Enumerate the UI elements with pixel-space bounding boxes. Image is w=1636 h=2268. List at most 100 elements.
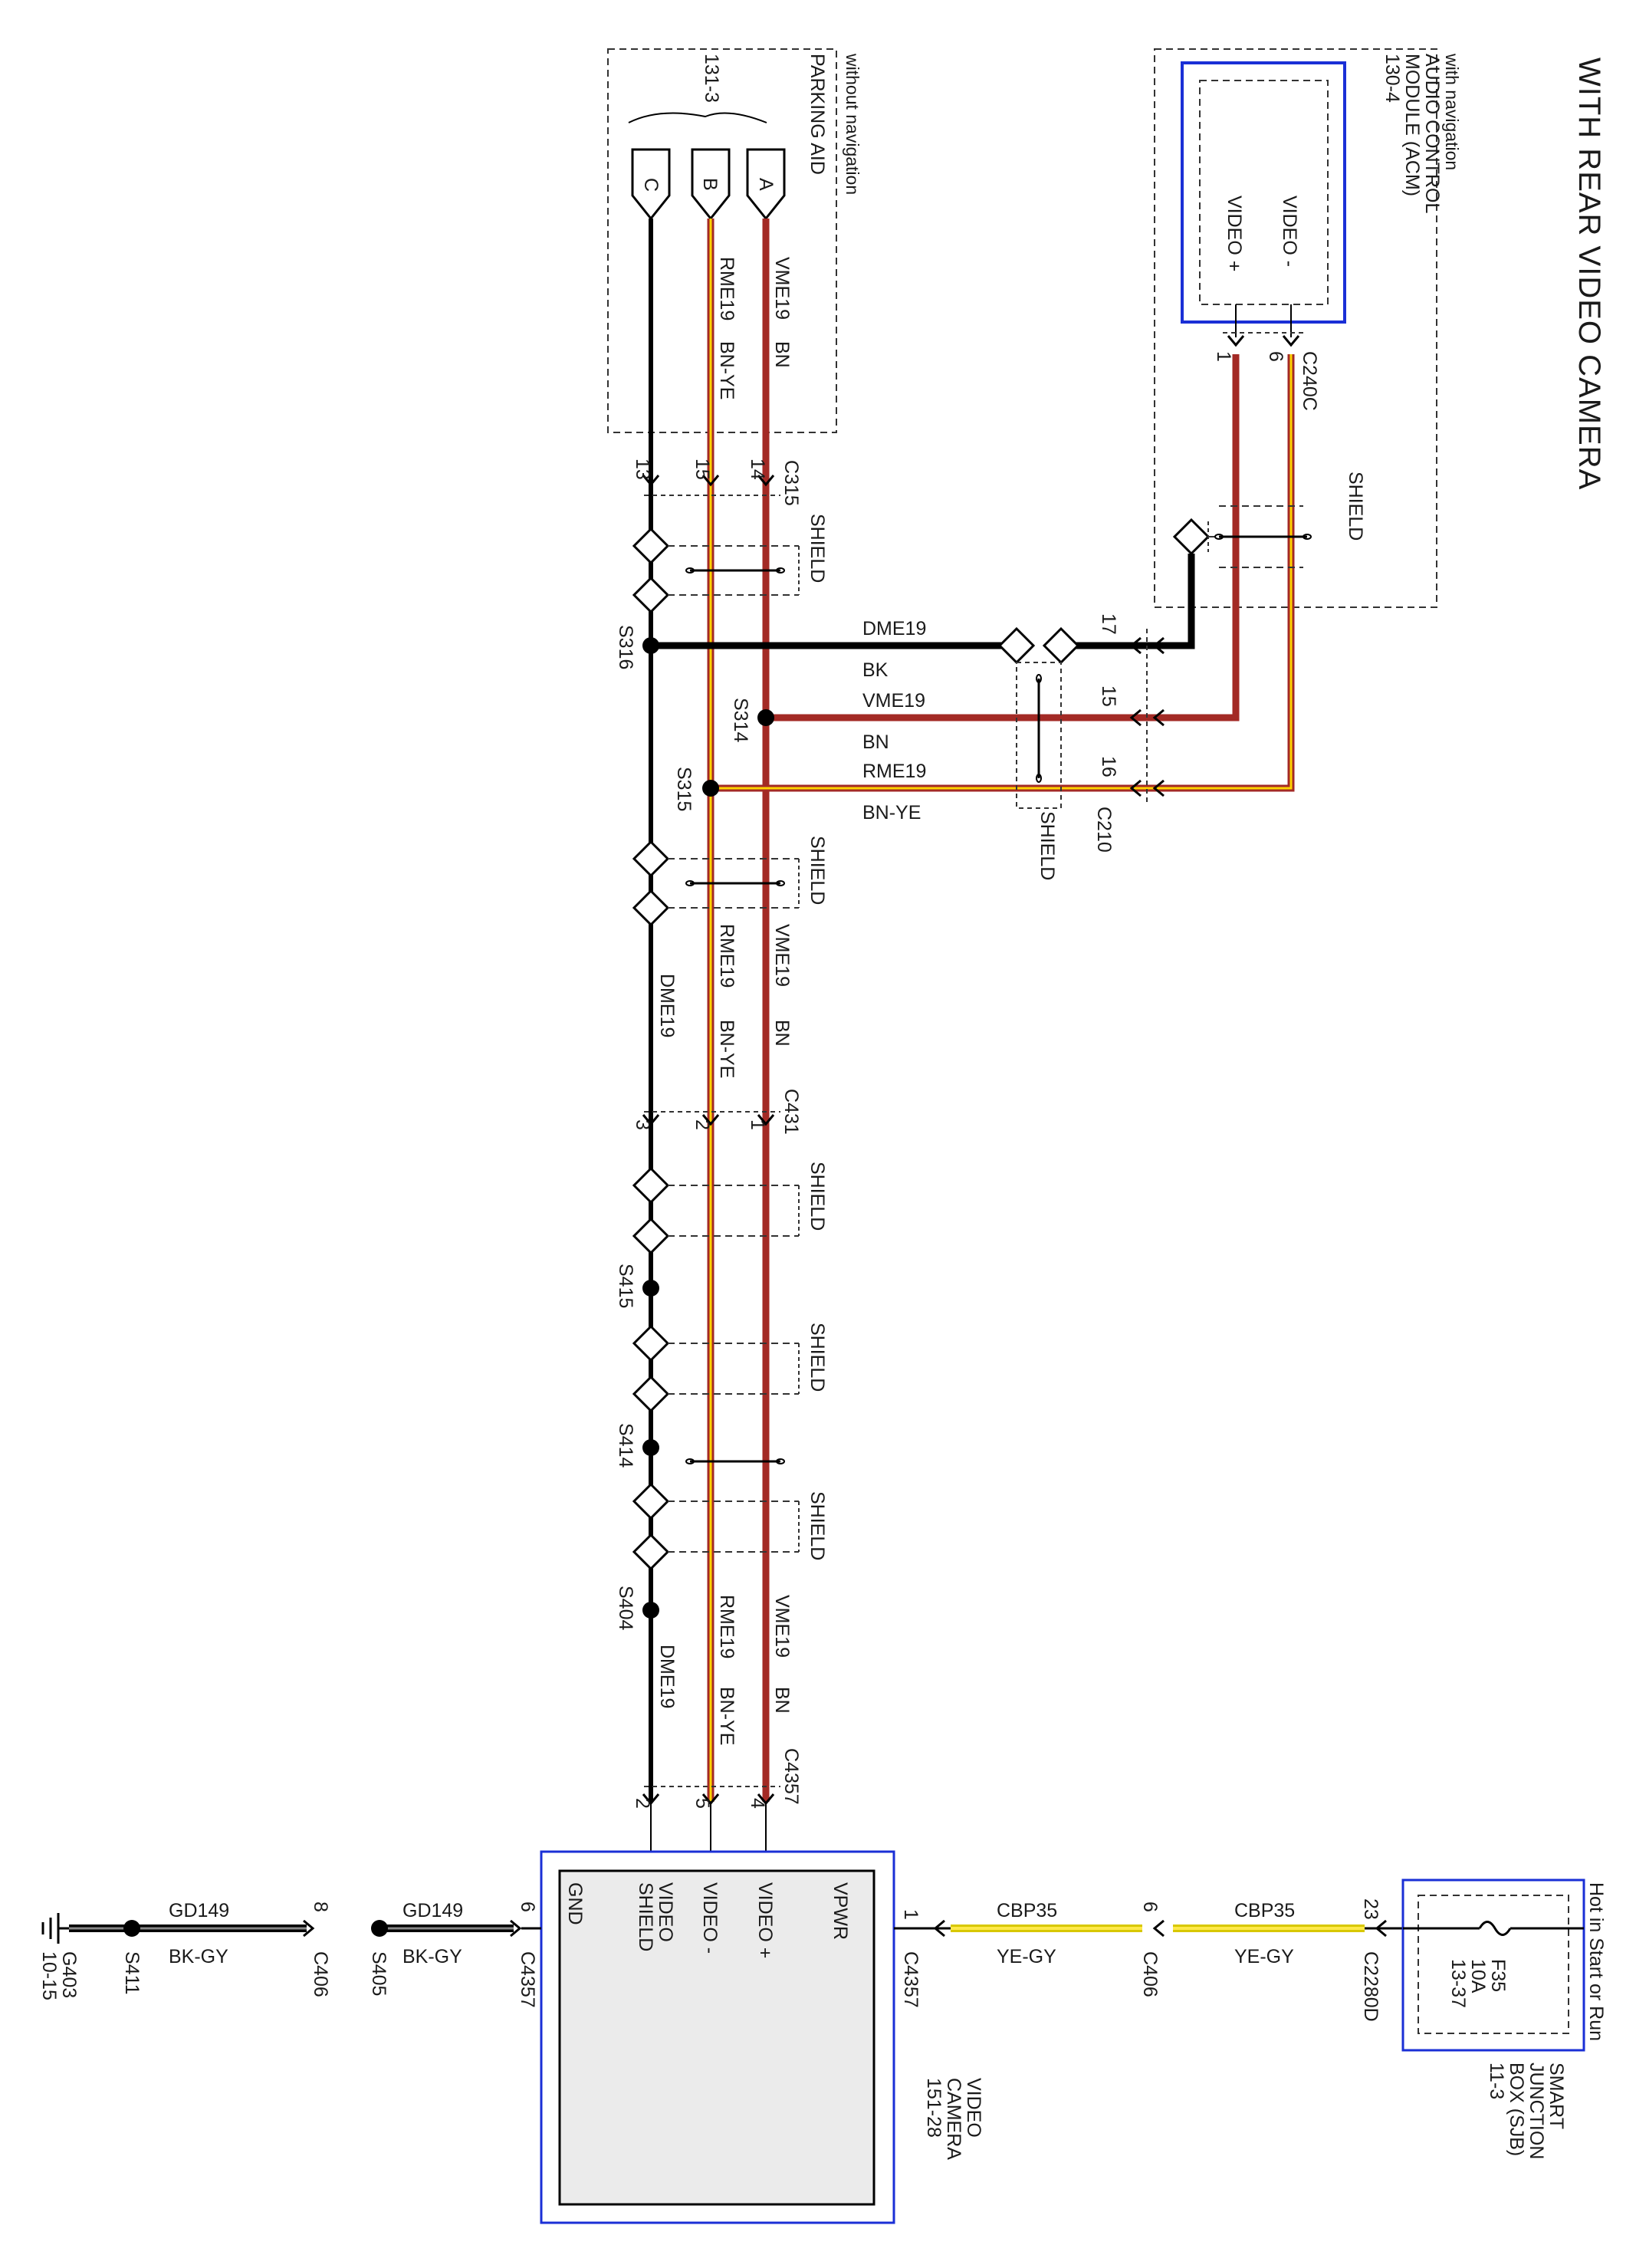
pin-b: B bbox=[691, 148, 731, 221]
shield-group-5: SHIELD bbox=[632, 1458, 828, 1570]
c4357-pin-5: 5 bbox=[692, 1798, 713, 1809]
pa-wire-v-circuit: VME19 bbox=[771, 257, 793, 320]
sjb-ref: 11-3 bbox=[1486, 2063, 1507, 2099]
cbp35-circuit-2: CBP35 bbox=[1234, 1900, 1295, 1921]
camera-ref: 151-28 bbox=[923, 2078, 944, 2138]
mid-wire-r-color: BN-YE bbox=[716, 1020, 738, 1078]
hw-vme19-circuit: VME19 bbox=[862, 690, 925, 712]
s316-label: S316 bbox=[615, 625, 636, 669]
pin-a-label: A bbox=[755, 178, 777, 191]
c431-pin-2: 2 bbox=[692, 1119, 713, 1130]
connector-c210: 17 15 16 C210 SHIELD bbox=[998, 613, 1165, 880]
gd149-circuit-2: GD149 bbox=[169, 1900, 229, 1921]
acm-module: with navigation AUDIO CONTROL MODULE (AC… bbox=[1142, 48, 1462, 792]
hw-rme19-color: BN-YE bbox=[862, 802, 921, 823]
shield-4-label: SHIELD bbox=[807, 1323, 828, 1392]
ground-g403: G403 10-15 bbox=[38, 1913, 80, 2000]
c4357-pin-2: 2 bbox=[632, 1798, 653, 1809]
acm-name-2: MODULE (ACM) bbox=[1401, 54, 1423, 196]
s314-label: S314 bbox=[730, 698, 751, 742]
gnd-c4357-label: C4357 bbox=[517, 1951, 538, 2008]
splice-s411: S411 bbox=[121, 1920, 143, 1995]
shield-group-4: SHIELD bbox=[632, 1323, 828, 1412]
c4357-pin-4: 4 bbox=[747, 1798, 768, 1809]
low-wire-r-color: BN-YE bbox=[716, 1687, 738, 1745]
mid-wire-v-circuit: VME19 bbox=[771, 924, 793, 987]
camera-pin-shield-2: SHIELD bbox=[635, 1882, 656, 1951]
hw-dme19-color: BK bbox=[862, 659, 889, 681]
wire-cbp35: CBP35 YE-GY CBP35 YE-GY 6 C406 23 C2280D bbox=[894, 1898, 1403, 2022]
s404-label: S404 bbox=[615, 1586, 636, 1630]
camera-pin-shield-1: VIDEO bbox=[655, 1882, 676, 1942]
c2280d-pin-23: 23 bbox=[1360, 1898, 1381, 1920]
s411-label: S411 bbox=[121, 1951, 143, 1995]
splice-s415: S415 bbox=[615, 1264, 659, 1308]
video-camera-module: VPWR VIDEO + VIDEO - VIDEO SHIELD GND C4… bbox=[540, 1850, 984, 2224]
connector-c431: C431 1 2 3 bbox=[632, 1089, 802, 1135]
sjb-name-2: JUNCTION bbox=[1526, 2063, 1547, 2159]
acm-pin-video-minus: VIDEO - bbox=[1279, 196, 1300, 267]
shield-5-label: SHIELD bbox=[807, 1491, 828, 1560]
splice-s314: S314 bbox=[730, 698, 774, 742]
hw-vme19-color: BN bbox=[862, 731, 889, 753]
fuse-ref: 13-37 bbox=[1447, 1959, 1469, 2008]
pin-c-label: C bbox=[640, 178, 662, 192]
diagram-title: WITH REAR VIDEO CAMERA bbox=[1572, 58, 1606, 490]
acm-box bbox=[1181, 61, 1346, 324]
shield-1-label: SHIELD bbox=[807, 514, 828, 583]
pin-b-label: B bbox=[699, 178, 721, 191]
s315-label: S315 bbox=[673, 767, 695, 811]
c210-pin-17: 17 bbox=[1098, 613, 1119, 635]
low-wire-d-circuit: DME19 bbox=[656, 1645, 678, 1708]
low-wire-v-circuit: VME19 bbox=[771, 1595, 793, 1658]
splice-s404: S404 bbox=[615, 1586, 659, 1630]
s414-label: S414 bbox=[615, 1423, 636, 1468]
camera-name-1: VIDEO bbox=[963, 2078, 984, 2138]
cbp35-circuit-1: CBP35 bbox=[997, 1900, 1057, 1921]
hw-rme19-circuit: RME19 bbox=[862, 761, 926, 782]
g403-ref: 10-15 bbox=[38, 1951, 60, 2000]
shield-group-3: SHIELD bbox=[632, 1162, 828, 1254]
camera-pin-vpwr: VPWR bbox=[829, 1882, 851, 1940]
low-wire-v-color: BN bbox=[771, 1687, 793, 1714]
sjb-name-1: SMART bbox=[1546, 2063, 1567, 2129]
pa-wire-r-circuit: RME19 bbox=[716, 257, 738, 320]
c406-label-right: C406 bbox=[1139, 1951, 1161, 1997]
hw-dme19-circuit: DME19 bbox=[862, 618, 926, 639]
c210-shield-label: SHIELD bbox=[1036, 811, 1058, 880]
connector-c315: C315 14 15 13 bbox=[632, 459, 802, 506]
c315-pin-15: 15 bbox=[692, 459, 713, 480]
splice-s405: S405 bbox=[368, 1920, 389, 1996]
splice-s414: S414 bbox=[615, 1423, 659, 1468]
splice-s315: S315 bbox=[673, 767, 719, 811]
shield-2-label: SHIELD bbox=[807, 836, 828, 905]
camera-name-2: CAMERA bbox=[943, 2078, 964, 2160]
c406-pin-6: 6 bbox=[1139, 1902, 1161, 1912]
camera-pin-1: 1 bbox=[900, 1909, 921, 1920]
low-wire-r-circuit: RME19 bbox=[716, 1595, 738, 1658]
cbp35-color-1: YE-GY bbox=[997, 1946, 1056, 1967]
shield-group-1: SHIELD bbox=[632, 514, 828, 613]
mid-wire-v-color: BN bbox=[771, 1020, 793, 1047]
camera-pin-vplus: VIDEO + bbox=[754, 1882, 776, 1958]
acm-ref: 130-4 bbox=[1381, 54, 1403, 103]
fuse-name: F35 bbox=[1487, 1959, 1509, 1992]
c315-name: C315 bbox=[780, 460, 802, 506]
c315-pin-14: 14 bbox=[747, 459, 768, 480]
camera-connector: C4357 bbox=[900, 1951, 921, 2008]
parking-aid-name: PARKING AID bbox=[807, 54, 828, 175]
c4357-top-name: C4357 bbox=[780, 1748, 802, 1805]
s405-label: S405 bbox=[368, 1951, 389, 1996]
cbp35-color-2: YE-GY bbox=[1234, 1946, 1294, 1967]
parking-aid-ref: 131-3 bbox=[701, 54, 722, 103]
acm-connector: C240C bbox=[1299, 351, 1320, 411]
mid-wire-r-circuit: RME19 bbox=[716, 924, 738, 988]
c431-pin-1: 1 bbox=[747, 1119, 768, 1130]
parking-aid-module: without navigation PARKING AID 131-3 A B… bbox=[607, 48, 862, 433]
gd149-circuit-1: GD149 bbox=[402, 1900, 463, 1921]
s415-label: S415 bbox=[615, 1264, 636, 1308]
mid-wire-d-circuit: DME19 bbox=[656, 974, 678, 1037]
gnd-c406-label: C406 bbox=[310, 1951, 331, 1997]
c210-name: C210 bbox=[1093, 807, 1115, 853]
